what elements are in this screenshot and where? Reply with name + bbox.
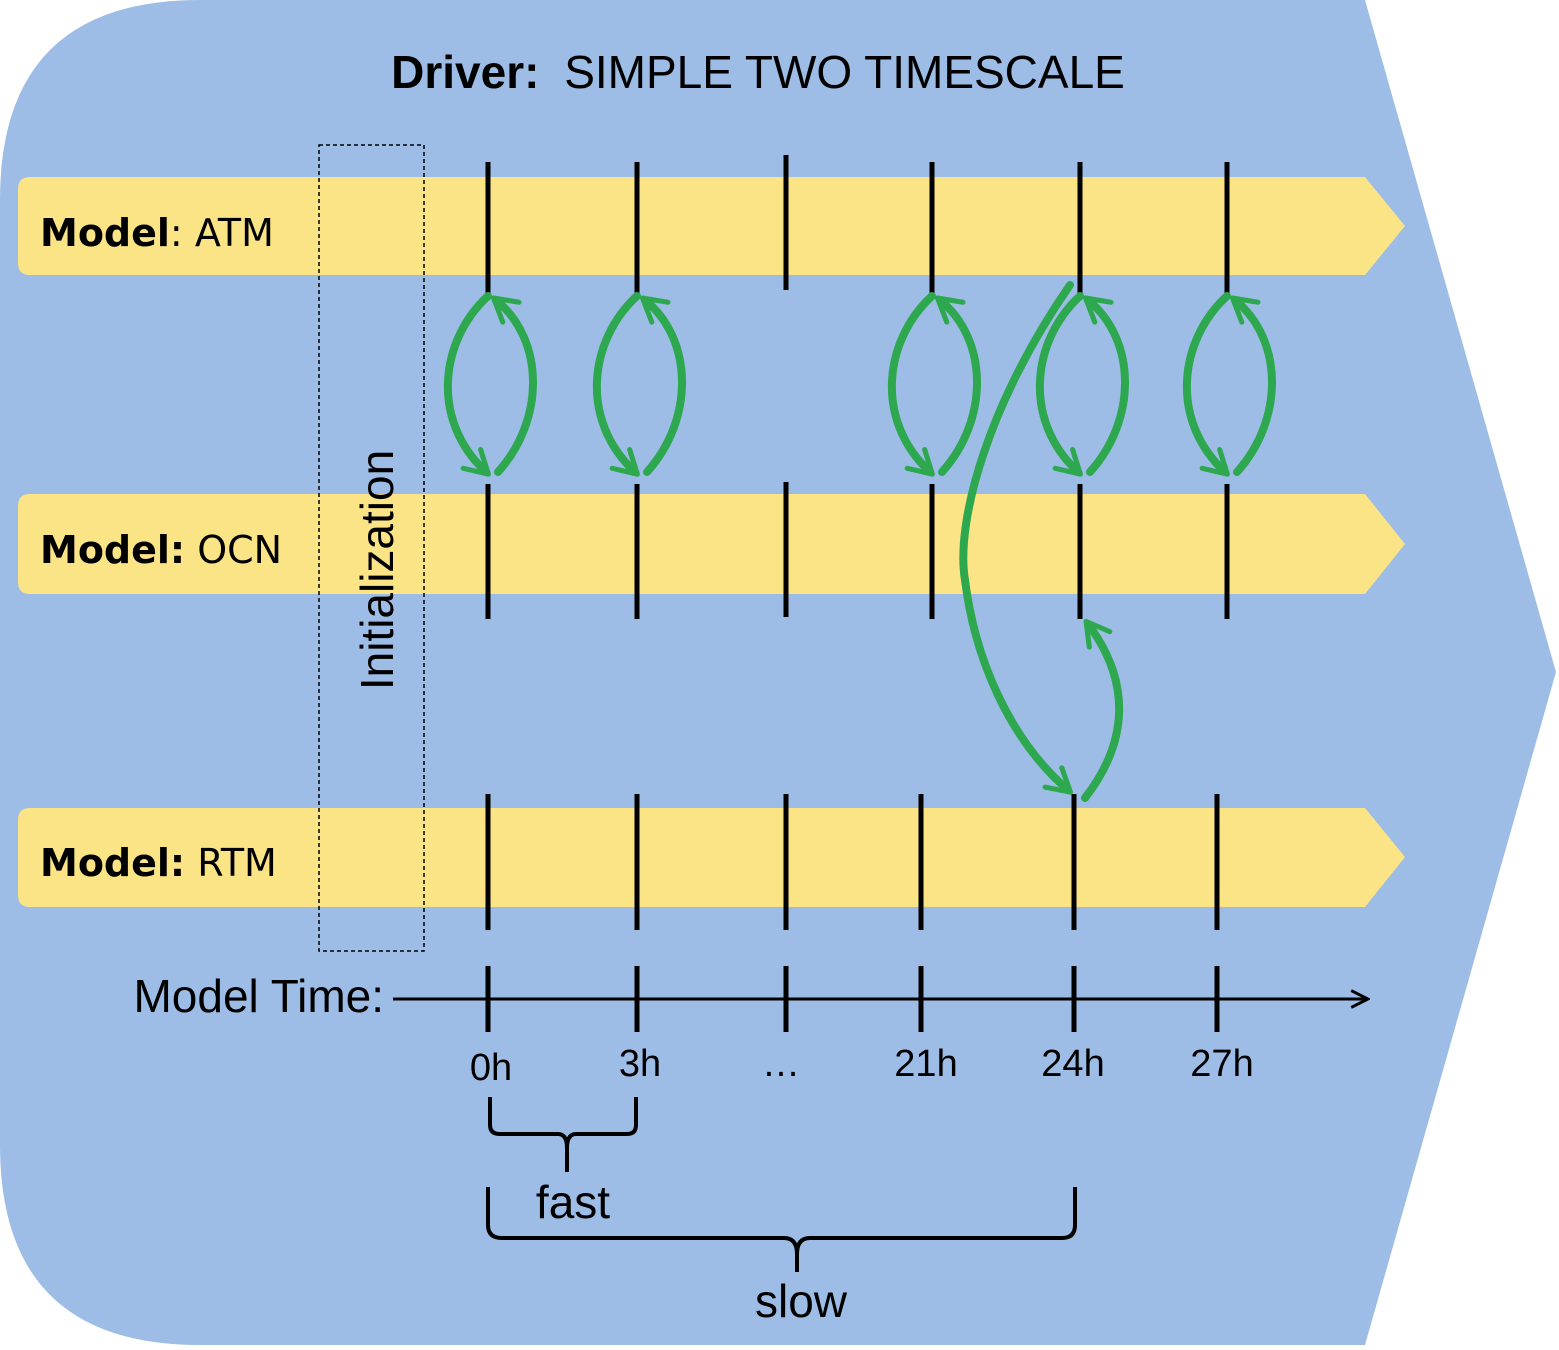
- arrow-atm-to-ocn-27h: [1182, 292, 1231, 477]
- slow-label: slow: [755, 1275, 848, 1327]
- arrow-ocn-to-atm-3h: [639, 295, 686, 476]
- axis-ticks: [485, 966, 1220, 1032]
- model-track-rtm: [18, 808, 1405, 907]
- atm-ticks: [485, 155, 1230, 295]
- driver-title: Driver: SIMPLE TWO TIMESCALE: [391, 46, 1125, 98]
- initialization-box: [318, 144, 425, 952]
- model-track-ocn: [18, 494, 1405, 594]
- tick-label-2: …: [762, 1043, 800, 1085]
- arrow-ocn-to-atm-27h: [1229, 295, 1276, 476]
- ocn-ticks: [485, 482, 1230, 619]
- arrow-atm-to-ocn-21h: [887, 292, 936, 477]
- arrow-atm-to-ocn-24h: [1035, 292, 1084, 477]
- arrow-ocn-to-atm-21h: [934, 295, 981, 476]
- coupling-arrows-fast: [443, 292, 1276, 477]
- arrow-ocn-to-atm-0h: [490, 295, 537, 476]
- fast-label: fast: [536, 1176, 610, 1228]
- model-label-atm: Model: ATM: [40, 211, 274, 255]
- axis-label: Model Time:: [133, 970, 384, 1022]
- tick-label-4: 24h: [1041, 1043, 1104, 1085]
- initialization-label: Initialization: [351, 450, 403, 690]
- coupling-arrows-slow: [959, 281, 1124, 802]
- arrow-atm-to-ocn-0h: [443, 292, 492, 477]
- tick-label-5: 27h: [1190, 1043, 1253, 1085]
- model-track-atm: [18, 177, 1405, 275]
- arrow-rtm-to-ocn-24h: [1081, 618, 1124, 802]
- rtm-ticks: [485, 794, 1220, 930]
- tick-label-0: 0h: [470, 1047, 512, 1089]
- tick-label-3: 21h: [894, 1043, 957, 1085]
- arrow-atm-to-rtm-24h: [959, 281, 1074, 795]
- driver-title-text: SIMPLE TWO TIMESCALE: [564, 46, 1125, 98]
- driver-title-bold: Driver:: [391, 46, 539, 98]
- slow-brace: [486, 1187, 1077, 1272]
- arrow-ocn-to-atm-24h: [1082, 295, 1129, 476]
- model-label-ocn: Model: OCN: [40, 528, 282, 572]
- model-label-rtm: Model: RTM: [40, 841, 277, 885]
- axis-tick-labels: 0h 3h … 21h 24h 27h: [470, 1043, 1254, 1089]
- fast-brace: [488, 1097, 638, 1172]
- arrow-atm-to-ocn-3h: [592, 292, 641, 477]
- tick-label-1: 3h: [619, 1043, 661, 1085]
